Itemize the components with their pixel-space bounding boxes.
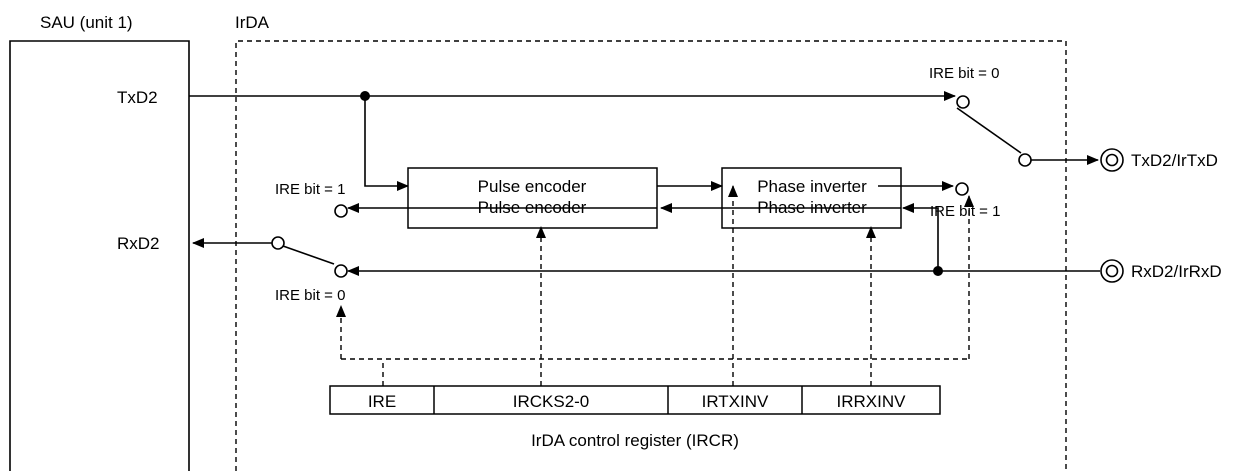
tx-path: TxD2/IrTxD IRE bit = 0 [189,65,1218,191]
sau-outline [9,40,190,471]
tx-ire1-label: IRE bit = 1 [930,203,1000,220]
phase-inverter-box [721,167,902,229]
rx-ire1-label: IRE bit = 1 [275,181,345,198]
block-interconnects: IRE bit = 1 IRE bit = 1 [275,181,1000,220]
register-outline [329,385,941,415]
tx-switch-blade [956,107,1022,154]
txd2-label: TxD2 [117,88,158,107]
tx-ire0-label: IRE bit = 0 [929,65,999,82]
rx-ire0-label: IRE bit = 0 [275,287,345,304]
phase-inverters: Phase inverter Phase inverter [721,167,902,229]
sau-title: SAU (unit 1) [40,13,133,32]
rx-switch-contact-1 [334,204,348,218]
tx-branch-wire [364,96,409,191]
rx-switch-common [271,236,285,250]
pulse-encoder-rx-label: Pulse encoder [478,198,587,217]
ircr-register: IRE IRCKS2-0 IRTXINV IRRXINV IrDA contro… [329,385,941,450]
irda-title: IrDA [235,13,270,32]
rx-branch-wire [902,203,939,271]
rx-path: RxD2/IrRxD IRE bit = 0 [192,203,1222,304]
tx-switch-contact-0 [956,95,970,109]
pulse-encoder-box [407,167,658,229]
txd2-pin-inner [1105,153,1119,167]
register-caption: IrDA control register (IRCR) [531,431,739,450]
txd2-pin-label: TxD2/IrTxD [1131,151,1218,170]
phase-inverter-rx-label: Phase inverter [757,198,867,217]
rxd2-pin-inner [1105,264,1119,278]
rxd2-label: RxD2 [117,234,160,253]
phase-inverter-tx-label: Phase inverter [757,177,867,196]
irda-block: IrDA [235,13,1067,471]
register-field-ircks: IRCKS2-0 [513,392,590,411]
register-field-ire: IRE [368,392,396,411]
rx-switch-blade [282,245,335,265]
pulse-encoder-tx-label: Pulse encoder [478,177,587,196]
rx-switch-contact-0 [334,264,348,278]
register-field-irrxinv: IRRXINV [837,392,907,411]
control-lines [336,185,974,386]
tx-switch-common [1018,153,1032,167]
sau-block: SAU (unit 1) TxD2 RxD2 [9,13,190,471]
tx-switch-contact-1 [955,182,969,196]
rxd2-pin-label: RxD2/IrRxD [1131,262,1222,281]
pulse-encoders: Pulse encoder Pulse encoder [407,167,658,229]
register-field-irtxinv: IRTXINV [702,392,769,411]
